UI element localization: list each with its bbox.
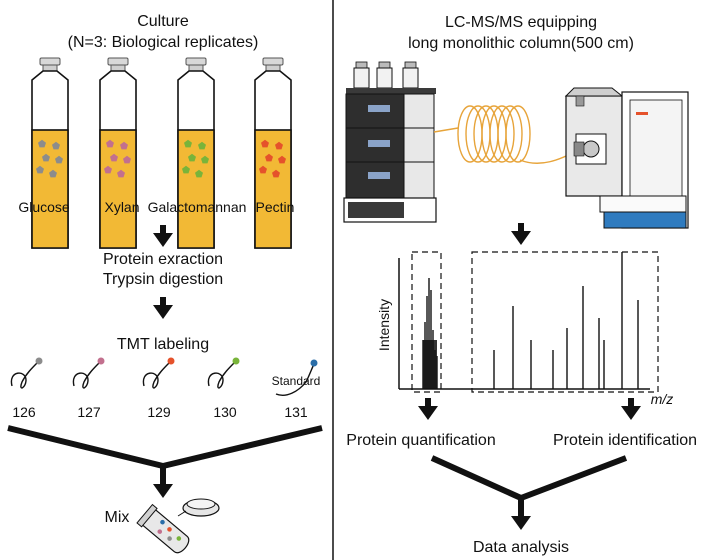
reporter-ions-block — [423, 340, 437, 389]
bottle-galactomannan — [177, 57, 215, 249]
mix-label: Mix — [105, 509, 130, 526]
substrate-dot — [272, 169, 280, 178]
tube-cap-icon — [177, 498, 220, 517]
bottle-glucose — [31, 57, 69, 249]
substrate-dot — [36, 165, 44, 174]
lcms-title: LC-MS/MS equipping — [445, 14, 597, 31]
tmt-label-127: 127 — [77, 404, 101, 420]
fragment-region-box — [471, 251, 659, 393]
spectrum-peaks — [422, 252, 639, 389]
tmt-standard-label: Standard — [272, 374, 321, 388]
substrate-dot — [198, 141, 206, 150]
tmt-label-126: 126 — [12, 404, 36, 420]
substrate-dot — [38, 139, 46, 148]
substrate-dots — [36, 139, 286, 178]
hplc-instrument-icon — [343, 61, 437, 223]
arrow-down-icon — [418, 398, 438, 420]
arrow-down-icon — [621, 398, 641, 420]
bottle-pectin — [254, 57, 292, 249]
label-pectin: Pectin — [256, 199, 295, 215]
data-analysis-label: Data analysis — [473, 539, 569, 556]
step-protein-extraction: Protein exraction — [103, 251, 223, 268]
arrow-down-icon — [153, 297, 173, 319]
tmt-labeling-title: TMT labeling — [117, 336, 209, 353]
substrate-dot — [195, 169, 203, 178]
substrate-dot — [184, 139, 192, 148]
culture-subtitle: (N=3: Biological replicates) — [68, 34, 259, 51]
substrate-dot — [259, 165, 267, 174]
label-xylan: Xylan — [104, 199, 139, 215]
merge-lines — [7, 425, 323, 486]
substrate-dot — [49, 169, 57, 178]
tmt-tag-129 — [142, 357, 175, 389]
substrate-dot — [278, 155, 286, 164]
bottle-xylan — [99, 57, 137, 249]
substrate-dot — [106, 139, 114, 148]
substrate-dot — [261, 139, 269, 148]
substrate-dot — [110, 153, 118, 162]
substrate-dot — [275, 141, 283, 150]
substrate-dot — [201, 155, 209, 164]
column-coil-icon — [433, 105, 579, 164]
substrate-dot — [117, 169, 125, 178]
y-axis-label: Intensity — [376, 299, 392, 351]
mass-spectrometer-icon — [564, 87, 689, 229]
substrate-dot — [42, 153, 50, 162]
tmt-tag-130 — [207, 357, 240, 389]
substrate-dot — [120, 141, 128, 150]
substrate-dot — [182, 165, 190, 174]
label-galactomannan: Galactomannan — [148, 199, 247, 215]
culture-title: Culture — [137, 13, 189, 30]
reporter-region-box — [411, 251, 442, 393]
tmt-label-130: 130 — [213, 404, 237, 420]
protein-quantification-label: Protein quantification — [346, 432, 495, 449]
step-trypsin-digestion: Trypsin digestion — [103, 271, 223, 288]
substrate-dot — [123, 155, 131, 164]
tmt-tag-127 — [72, 357, 105, 389]
arrow-down-icon — [511, 223, 531, 245]
arrow-down-icon — [511, 516, 531, 530]
arrow-down-icon — [153, 484, 173, 498]
tmt-tag-126 — [10, 357, 43, 389]
substrate-dot — [188, 153, 196, 162]
tmt-label-131: 131 — [284, 404, 308, 420]
merge-lines-right — [430, 455, 628, 518]
tmt-label-129: 129 — [147, 404, 171, 420]
lcms-subtitle: long monolithic column(500 cm) — [408, 35, 634, 52]
x-axis-label: m/z — [651, 391, 674, 407]
substrate-dot — [104, 165, 112, 174]
arrow-down-icon — [153, 225, 173, 247]
tube-icon — [136, 503, 190, 554]
substrate-dot — [52, 141, 60, 150]
label-glucose: Glucose — [18, 199, 70, 215]
substrate-dot — [55, 155, 63, 164]
protein-identification-label: Protein identification — [553, 432, 697, 449]
tmt-tag-131 — [275, 359, 318, 396]
substrate-dot — [265, 153, 273, 162]
